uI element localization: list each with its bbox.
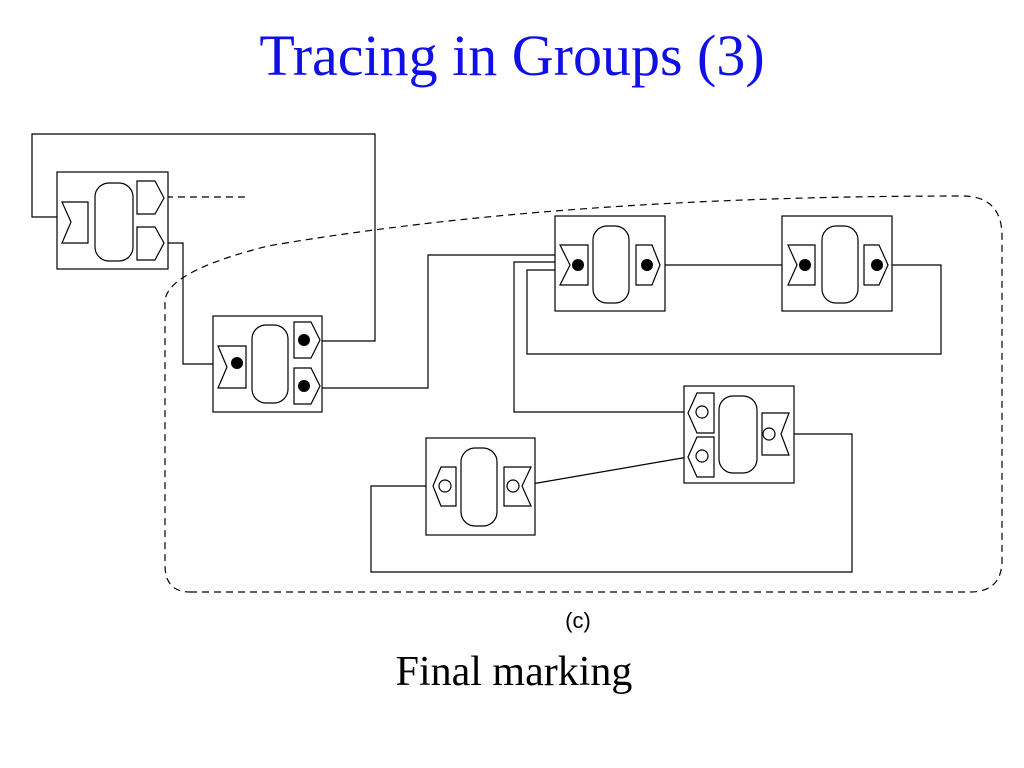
- module-3: [554, 215, 666, 312]
- wire: [31, 133, 376, 342]
- wire: [318, 254, 560, 389]
- module-1: [56, 171, 169, 270]
- module-5: [683, 385, 795, 484]
- wire: [519, 456, 689, 487]
- wire: [370, 433, 853, 573]
- wire: [526, 264, 942, 355]
- slide-title: Tracing in Groups (3): [259, 23, 765, 88]
- figure-sublabel: (c): [565, 608, 591, 633]
- figure-caption: Final marking: [395, 649, 633, 695]
- wire: [166, 242, 222, 365]
- module-4: [781, 215, 893, 312]
- module-6: [425, 437, 536, 536]
- module-2: [212, 315, 323, 413]
- group-boundary: [164, 195, 1003, 593]
- wire: [513, 261, 688, 413]
